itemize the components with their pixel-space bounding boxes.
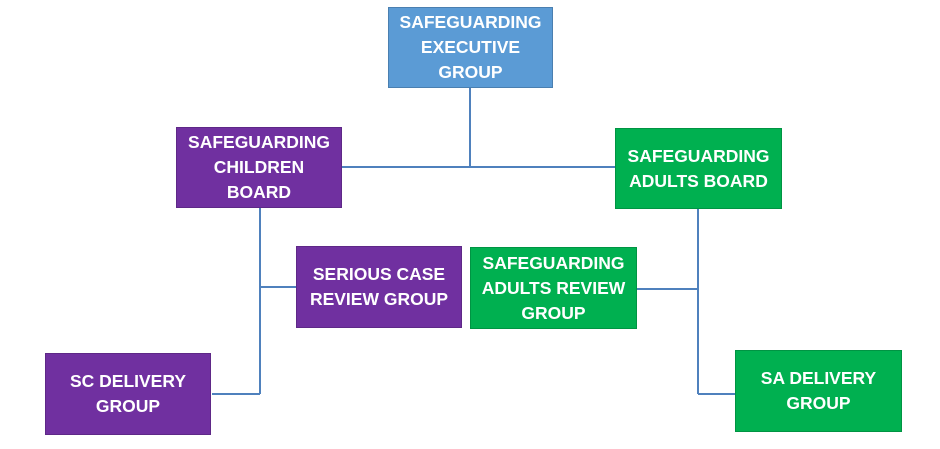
node-safeguarding-adults-board: SAFEGUARDING ADULTS BOARD — [615, 128, 782, 209]
node-line: EXECUTIVE — [420, 37, 521, 57]
node-line: SAFEGUARDING — [627, 145, 770, 166]
node-sa-delivery-group: SA DELIVERY GROUP — [735, 350, 902, 432]
node-sc-delivery-group: SC DELIVERY GROUP — [45, 353, 211, 435]
node-line: ADULTS REVIEW — [481, 277, 626, 298]
node-serious-case-review-group: SERIOUS CASE REVIEW GROUP — [296, 246, 462, 328]
node-line: SERIOUS CASE — [312, 264, 446, 284]
node-line: BOARD — [226, 182, 292, 202]
node-safeguarding-children-board: SAFEGUARDING CHILDREN BOARD — [176, 127, 342, 208]
node-line: GROUP — [95, 396, 161, 416]
node-line: SAFEGUARDING — [399, 12, 542, 32]
node-line: REVIEW GROUP — [309, 289, 449, 309]
node-line: SAFEGUARDING — [188, 132, 330, 152]
node-line: ADULTS BOARD — [629, 170, 768, 191]
node-line: CHILDREN — [213, 157, 305, 177]
node-line: GROUP — [521, 302, 586, 323]
node-safeguarding-adults-review-group: SAFEGUARDING ADULTS REVIEW GROUP — [470, 247, 637, 329]
node-line: SAFEGUARDING — [482, 252, 625, 273]
node-line: SC DELIVERY — [69, 371, 187, 391]
node-line: SA DELIVERY — [760, 368, 877, 388]
node-line: GROUP — [786, 393, 851, 413]
node-line: GROUP — [438, 62, 503, 82]
node-safeguarding-executive-group: SAFEGUARDING EXECUTIVE GROUP — [388, 7, 553, 88]
